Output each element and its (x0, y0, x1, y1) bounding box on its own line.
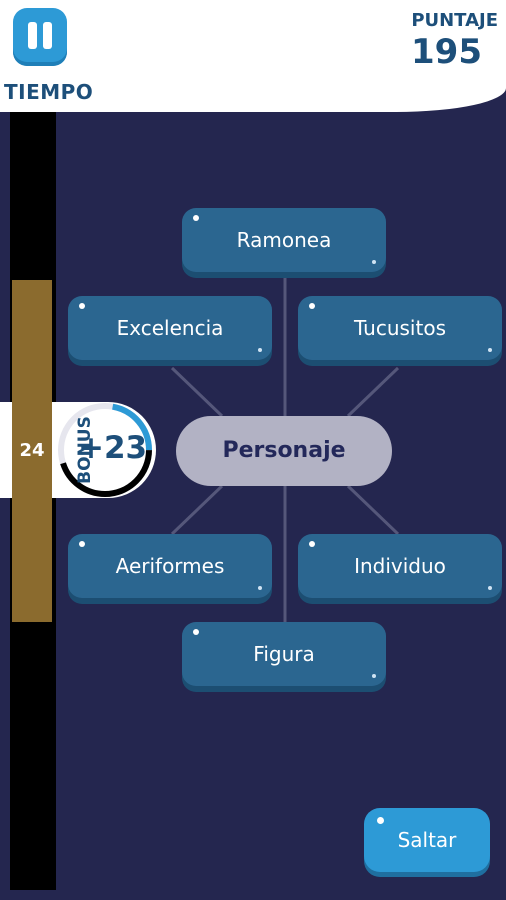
skip-label: Saltar (397, 828, 457, 852)
pause-icon (28, 22, 37, 49)
center-word: Personaje (176, 416, 392, 486)
option-tile-tucusitos[interactable]: Tucusitos (298, 296, 502, 360)
time-remaining: 24 (19, 440, 45, 461)
option-label: Ramonea (236, 228, 332, 252)
option-label: Excelencia (116, 316, 224, 340)
option-tile-ramonea[interactable]: Ramonea (182, 208, 386, 272)
option-label: Aeriformes (115, 554, 225, 578)
skip-button[interactable]: Saltar (364, 808, 490, 872)
option-tile-aeriformes[interactable]: Aeriformes (68, 534, 272, 598)
option-tile-individuo[interactable]: Individuo (298, 534, 502, 598)
pause-button[interactable] (13, 8, 67, 66)
header-bar (0, 0, 506, 112)
option-label: Individuo (354, 554, 446, 578)
option-label: Figura (253, 642, 315, 666)
option-label: Tucusitos (353, 316, 446, 340)
score-label: PUNTAJE (411, 10, 498, 31)
timer-fill-overlap (12, 402, 52, 498)
option-tile-excelencia[interactable]: Excelencia (68, 296, 272, 360)
bonus-value: +23 (78, 430, 148, 466)
bonus-ring (58, 403, 152, 497)
timer-label: TIEMPO (4, 80, 94, 104)
pause-icon-bar (43, 22, 52, 49)
option-tile-figura[interactable]: Figura (182, 622, 386, 686)
score-value: 195 (411, 32, 482, 72)
